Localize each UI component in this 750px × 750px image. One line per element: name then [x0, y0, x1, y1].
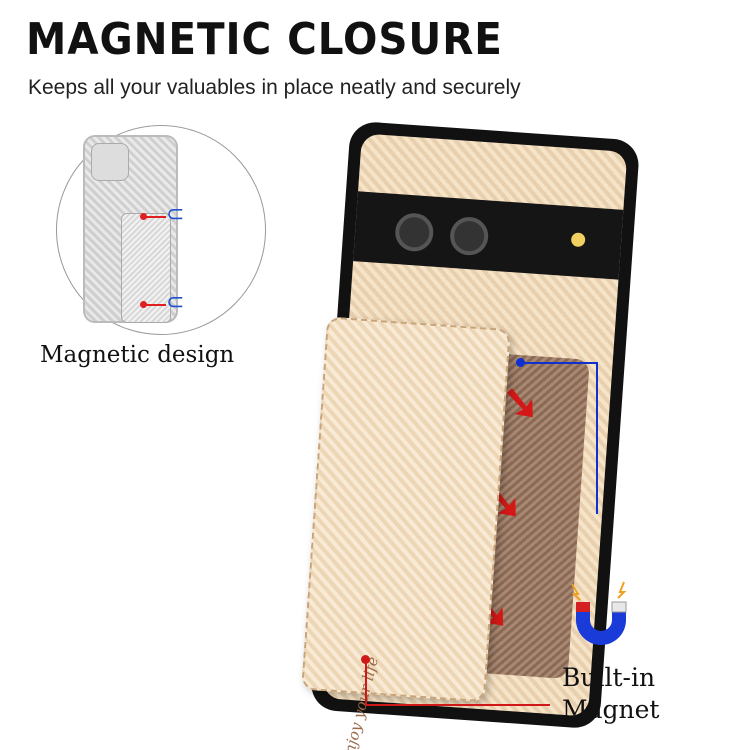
mini-phone-image: [83, 135, 178, 323]
magnet-point-dot: [140, 213, 147, 220]
callout-line: [596, 362, 598, 514]
built-in-magnet-label: Built-in Magnet: [562, 662, 659, 726]
flash: [570, 232, 586, 248]
inset-ring: [56, 125, 266, 335]
detail-inset: ⊂ ⊂: [56, 125, 266, 335]
magnet-pointer-line: [146, 304, 166, 306]
magnetic-design-label: Magnetic design: [40, 342, 235, 368]
magnet-icon: ⊂: [166, 289, 185, 314]
engraving: enjoy your life: [338, 654, 383, 750]
magnet-point-dot: [140, 301, 147, 308]
label-line: Magnet: [562, 695, 660, 724]
callout-line: [520, 362, 598, 364]
mini-camera: [91, 143, 129, 181]
camera-bar: [353, 191, 624, 280]
page-title: MAGNETIC CLOSURE: [26, 14, 503, 65]
camera-lens: [448, 215, 490, 257]
magnet-icon: [571, 581, 627, 645]
card-flap: enjoy your life: [301, 316, 511, 750]
magnet-pointer-line: [146, 216, 166, 218]
callout-line: [365, 704, 550, 706]
camera-lens: [394, 212, 435, 253]
magnet-icon: ⊂: [166, 201, 185, 226]
page-subtitle: Keeps all your valuables in place neatly…: [28, 76, 521, 99]
callout-line: [365, 659, 367, 705]
label-line: Built-in: [562, 663, 656, 692]
